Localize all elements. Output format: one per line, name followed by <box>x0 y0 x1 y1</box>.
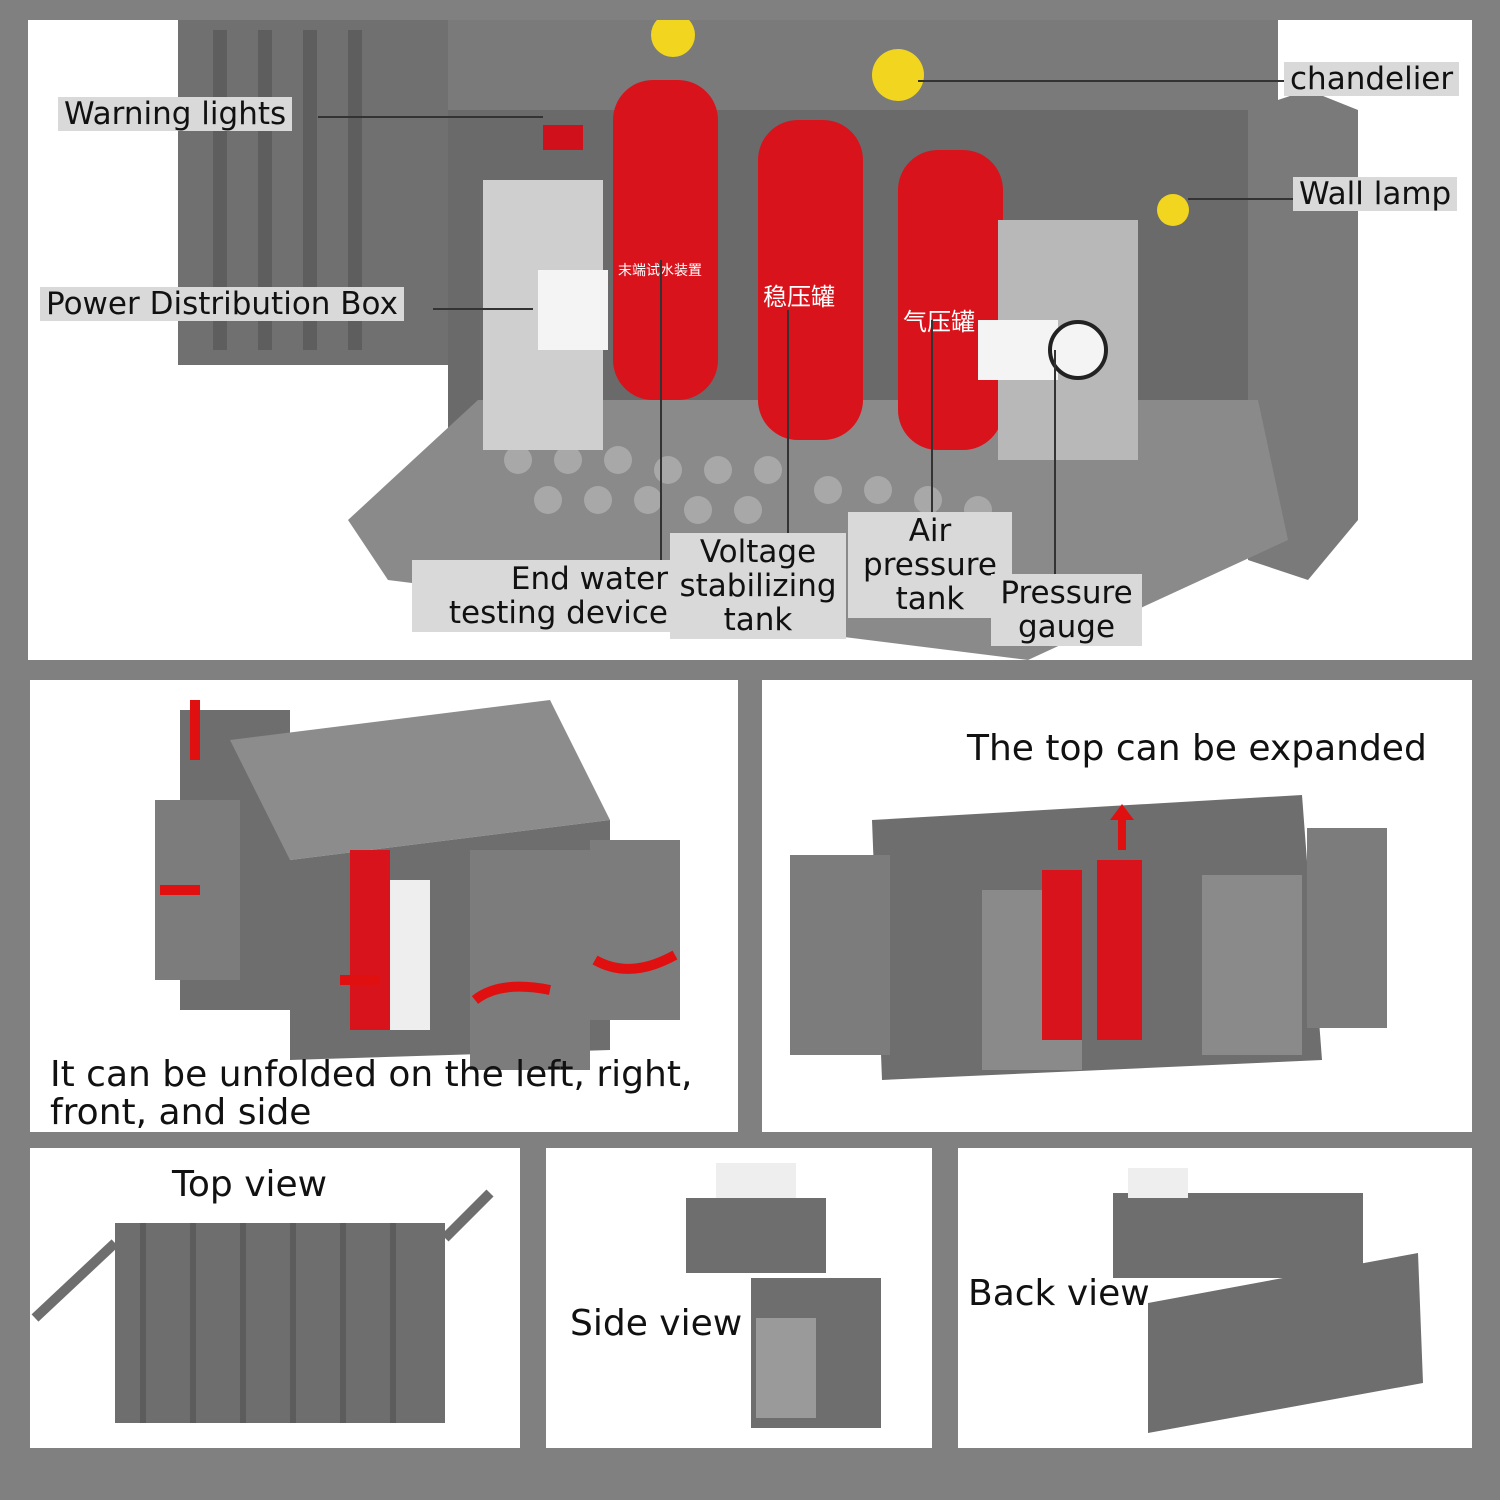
side-view-label: Side view <box>570 1303 743 1344</box>
side-view-illustration <box>686 1163 881 1428</box>
unfold-caption: It can be unfolded on the left, right, f… <box>50 1054 693 1132</box>
top-view-panel: Top view <box>30 1148 520 1448</box>
leader-line <box>1188 198 1293 200</box>
callout-air-pressure-tank: Air pressure tank <box>848 512 1012 619</box>
leader-line <box>433 308 533 310</box>
back-view-label: Back view <box>968 1273 1150 1314</box>
top-view-illustration <box>31 1189 494 1423</box>
expand-panel: The top can be expanded <box>762 680 1472 1132</box>
leader-line <box>931 320 933 512</box>
unfold-panel: It can be unfolded on the left, right, f… <box>30 680 738 1132</box>
callout-wall-lamp: Wall lamp <box>1293 177 1458 211</box>
tank-label: 气压罐 <box>903 308 975 336</box>
callout-warning-lights: Warning lights <box>58 97 293 131</box>
leader-line <box>318 116 543 118</box>
leader-line <box>918 80 1284 82</box>
callout-pressure-gauge: Pressure gauge <box>991 574 1142 647</box>
tank-label: 稳压罐 <box>763 283 835 311</box>
leader-line <box>1054 350 1056 574</box>
callout-voltage-stabilizing-tank: Voltage stabilizing tank <box>670 533 846 640</box>
top-view-label: Top view <box>172 1164 328 1205</box>
top-panel: 末端试水装置稳压罐气压罐 Warning lights Power Distri… <box>28 20 1472 660</box>
back-view-panel: Back view <box>958 1148 1472 1448</box>
leader-line <box>787 310 789 533</box>
side-view-panel: Side view <box>546 1148 932 1448</box>
expand-caption: The top can be expanded <box>967 728 1427 769</box>
container-interior-illustration: 末端试水装置稳压罐气压罐 <box>178 20 1358 660</box>
callout-power-distribution-box: Power Distribution Box <box>40 287 404 321</box>
unfolded-container-illustration <box>155 700 680 1070</box>
leader-line <box>660 260 662 560</box>
back-view-illustration <box>1113 1168 1423 1433</box>
callout-end-water-testing-device: End water testing device <box>412 560 674 633</box>
expanded-top-illustration <box>790 795 1387 1080</box>
callout-chandelier: chandelier <box>1284 62 1460 96</box>
